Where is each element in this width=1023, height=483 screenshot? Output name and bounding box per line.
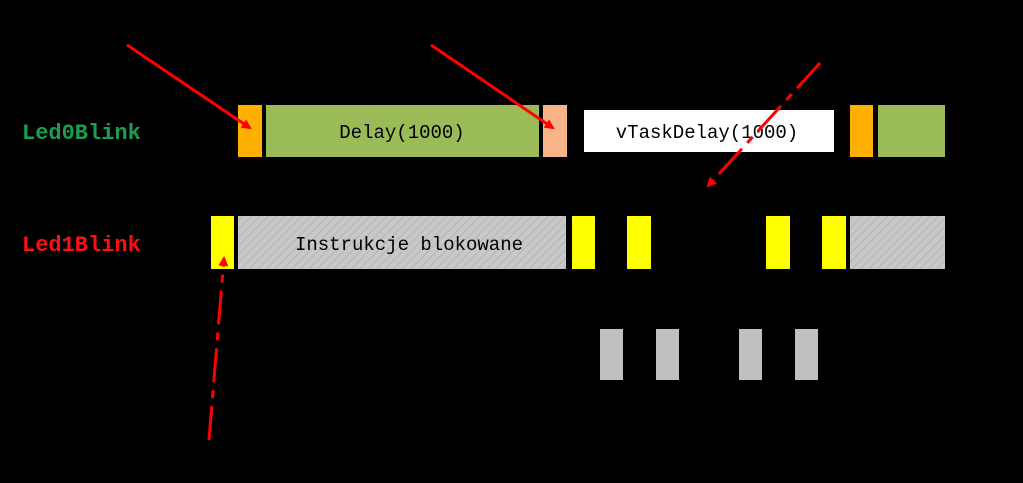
led1-run-slice: [572, 216, 595, 269]
led0-context-switch-start: [238, 105, 262, 157]
led0-delay-end: [543, 105, 567, 157]
led1-run-slice: [766, 216, 790, 269]
delay-label: Delay(1000): [339, 122, 464, 144]
vtaskdelay-label: vTaskDelay(1000): [616, 122, 798, 144]
vtaskdelay-block: [584, 110, 834, 152]
arrow-to-led1-row: [706, 61, 822, 188]
idle-slice: [795, 329, 818, 380]
led1-run-start: [211, 216, 234, 269]
idle-slice: [600, 329, 623, 380]
led1-run-slice: [627, 216, 651, 269]
led0-context-switch-resume: [850, 105, 873, 157]
led0-task-label: Led0Blink: [22, 121, 141, 146]
idle-slice: [739, 329, 762, 380]
arrow-to-delay-end: [430, 43, 555, 130]
led1-task-label: Led1Blink: [22, 233, 141, 258]
arrow-to-led1-start: [207, 256, 229, 441]
led1-blocked-block-resume: [850, 216, 945, 269]
blocked-label: Instrukcje blokowane: [295, 234, 523, 256]
arrow-to-context-switch: [126, 43, 252, 130]
idle-slice: [656, 329, 679, 380]
led0-delay-resume-block: [878, 105, 945, 157]
led1-blocked-block: [238, 216, 566, 269]
led0-delay-block: [266, 105, 539, 157]
led1-run-slice: [822, 216, 846, 269]
